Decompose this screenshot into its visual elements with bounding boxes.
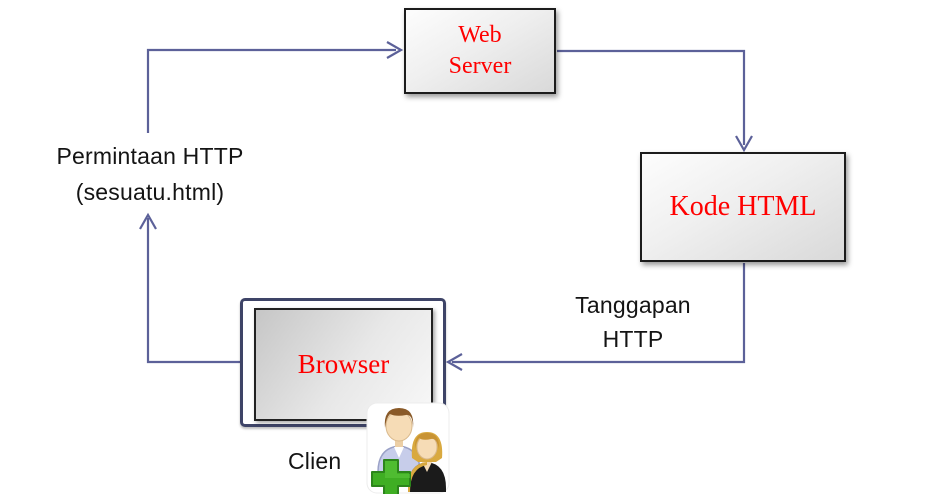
client-monitor-frame: Browser — [240, 298, 446, 427]
request-arrowhead-up — [139, 212, 157, 230]
request-label-line1: Permintaan HTTP — [56, 143, 244, 169]
browser-label: Browser — [297, 349, 390, 379]
kode-to-browser-arrowhead-left — [445, 353, 463, 371]
kode-html-label: Kode HTML — [669, 191, 817, 222]
request-arrow-upper-segment — [146, 48, 396, 133]
response-label-line2: HTTP — [602, 326, 664, 352]
web-server-label: Web Server — [448, 22, 512, 79]
server-to-kode-arrowhead-down — [735, 135, 753, 153]
browser-node: Browser — [254, 308, 433, 421]
add-users-icon — [366, 402, 450, 494]
server-to-kode-connector — [557, 49, 746, 145]
client-label: Clien — [288, 448, 342, 474]
request-arrowhead-right — [386, 41, 404, 59]
request-label-line2: (sesuatu.html) — [75, 179, 225, 205]
request-arrow-lower-segment — [146, 218, 243, 364]
kode-html-node: Kode HTML — [640, 152, 846, 262]
web-server-node: Web Server — [404, 8, 556, 94]
request-label: Permintaan HTTP (sesuatu.html) — [28, 138, 272, 210]
response-label: Tanggapan HTTP — [550, 288, 716, 356]
response-label-line1: Tanggapan — [575, 292, 691, 318]
